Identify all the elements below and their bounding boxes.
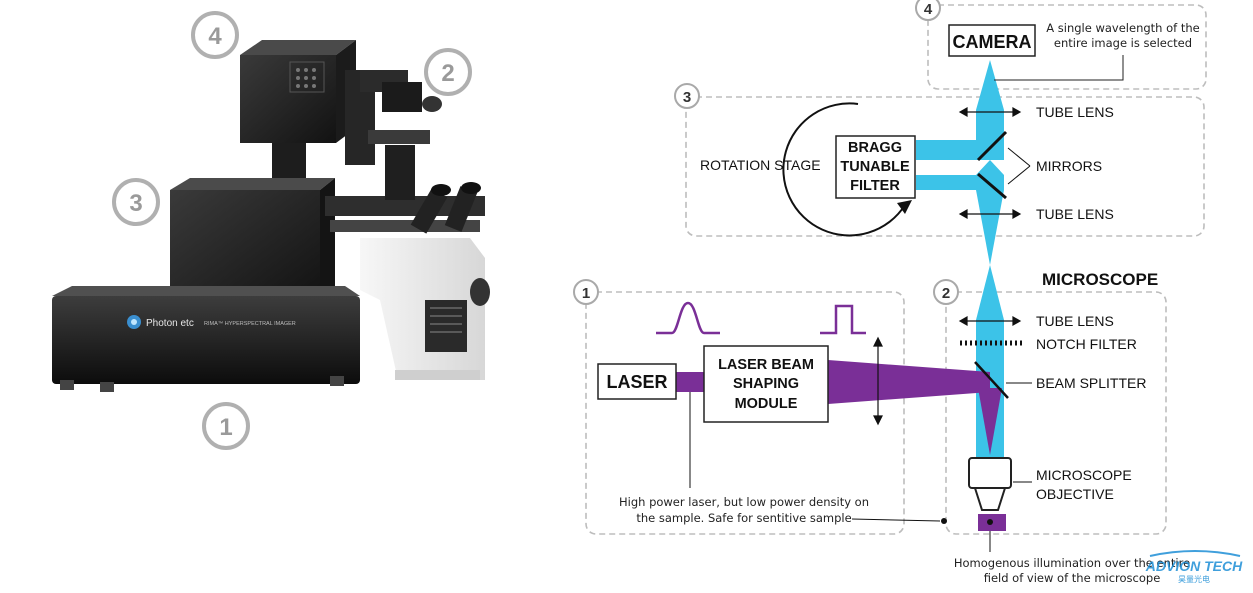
foot [330,376,344,386]
beam-expansion-arrow-icon [873,336,883,426]
laser-module-box [585,291,905,535]
diagram-badge-3: 3 [674,83,700,109]
bragg-label-line1: BRAGG [848,140,902,156]
shaping-label-line1: LASER BEAM [718,357,814,373]
badge-1: 1 [202,402,250,450]
watermark-text: ADVION TECH [1145,558,1243,574]
microscope-module-box [945,291,1167,535]
badge-2: 2 [424,48,472,96]
filter-box-top [170,178,335,190]
tube-lens-bottom-label: TUBE LENS [1036,206,1114,222]
rotation-arc [782,102,906,237]
flattop-profile-icon [820,304,866,335]
microscope-body [325,70,490,380]
brand-logo-icon [127,315,141,329]
foot [60,380,74,390]
microscope-tube-lens-label: TUBE LENS [1036,313,1114,329]
diagram-badge-1: 1 [573,279,599,305]
brand-subtitle: RIMA™ HYPERSPECTRAL IMAGER [204,321,296,327]
laser-beam [676,360,1006,531]
camera-label: CAMERA [953,32,1032,52]
camera-housing [240,55,336,143]
diagram-badge-4: 4 [915,0,941,21]
laser-note-line1: High power laser, but low power density … [619,495,869,509]
svg-text:4: 4 [208,23,222,50]
svg-text:3: 3 [129,190,142,217]
gaussian-profile-icon [656,301,720,335]
camera-vent-icon [289,61,325,93]
bragg-label-line2: TUNABLE [840,159,910,175]
sample-point [987,519,993,525]
foot [100,382,114,392]
watermark-logo: ADVION TECH 昊量光电 [1145,550,1243,584]
svg-text:2: 2 [441,60,454,87]
filter-box [170,190,320,302]
camera-note-line2: entire image is selected [1054,36,1192,50]
diagram-badge-2: 2 [933,279,959,305]
rotation-stage-label: ROTATION STAGE [700,157,821,173]
laser-box [597,363,677,400]
laser-label: LASER [606,372,667,392]
shaping-label-line3: MODULE [735,396,798,412]
badge-4: 4 [191,11,239,59]
watermark-sub: 昊量光电 [1178,574,1210,584]
camera-top [240,40,356,55]
base-top [52,286,360,296]
bragg-filter-box [835,135,916,199]
shaping-label-line2: SHAPING [733,376,799,392]
tube-lens-arrow-icon [958,106,1022,327]
filter-module-box [685,96,1205,237]
beam-shaping-box [703,345,829,423]
svg-text:1: 1 [582,285,590,302]
tube-lens-top-label: TUBE LENS [1036,104,1114,120]
mirror-bottom [977,172,1007,200]
beam-splitter-mirror [974,361,1009,399]
mirror-leader-bottom [1007,165,1031,185]
objective-icon [968,457,1012,511]
camera-note-leader [994,55,1124,81]
sample-note-dot [941,518,947,524]
illumination-note-line1: Homogenous illumination over the entire [954,556,1190,570]
mirrors-label: MIRRORS [1036,158,1102,174]
microscope-title: MICROSCOPE [1042,270,1158,289]
mirror-top [976,130,1008,162]
objective-label-line1: MICROSCOPE [1036,467,1132,483]
mirror-leader-top [1007,147,1031,167]
notch-filter-label: NOTCH FILTER [1036,336,1137,352]
instrument-illustration: Photon etc RIMA™ HYPERSPECTRAL IMAGER [52,11,490,450]
svg-text:1: 1 [219,414,232,441]
beam-splitter-label: BEAM SPLITTER [1036,375,1146,391]
brand-name: Photon etc [146,318,194,329]
bragg-label-line3: FILTER [850,178,900,194]
rotation-arrow-icon [897,200,912,214]
sample-note-leader [851,518,941,522]
camera-note-line1: A single wavelength of the [1046,21,1199,35]
camera-box [948,24,1036,57]
badge-3: 3 [112,178,160,226]
illumination-note-line2: field of view of the microscope [984,571,1161,585]
svg-text:3: 3 [683,89,691,106]
svg-text:4: 4 [924,1,933,18]
base-unit [52,296,360,384]
objective-label-line2: OBJECTIVE [1036,486,1114,502]
laser-note-line2: the sample. Safe for sentitive sample [636,511,851,525]
camera-module-box [927,4,1207,90]
svg-text:2: 2 [942,285,950,302]
